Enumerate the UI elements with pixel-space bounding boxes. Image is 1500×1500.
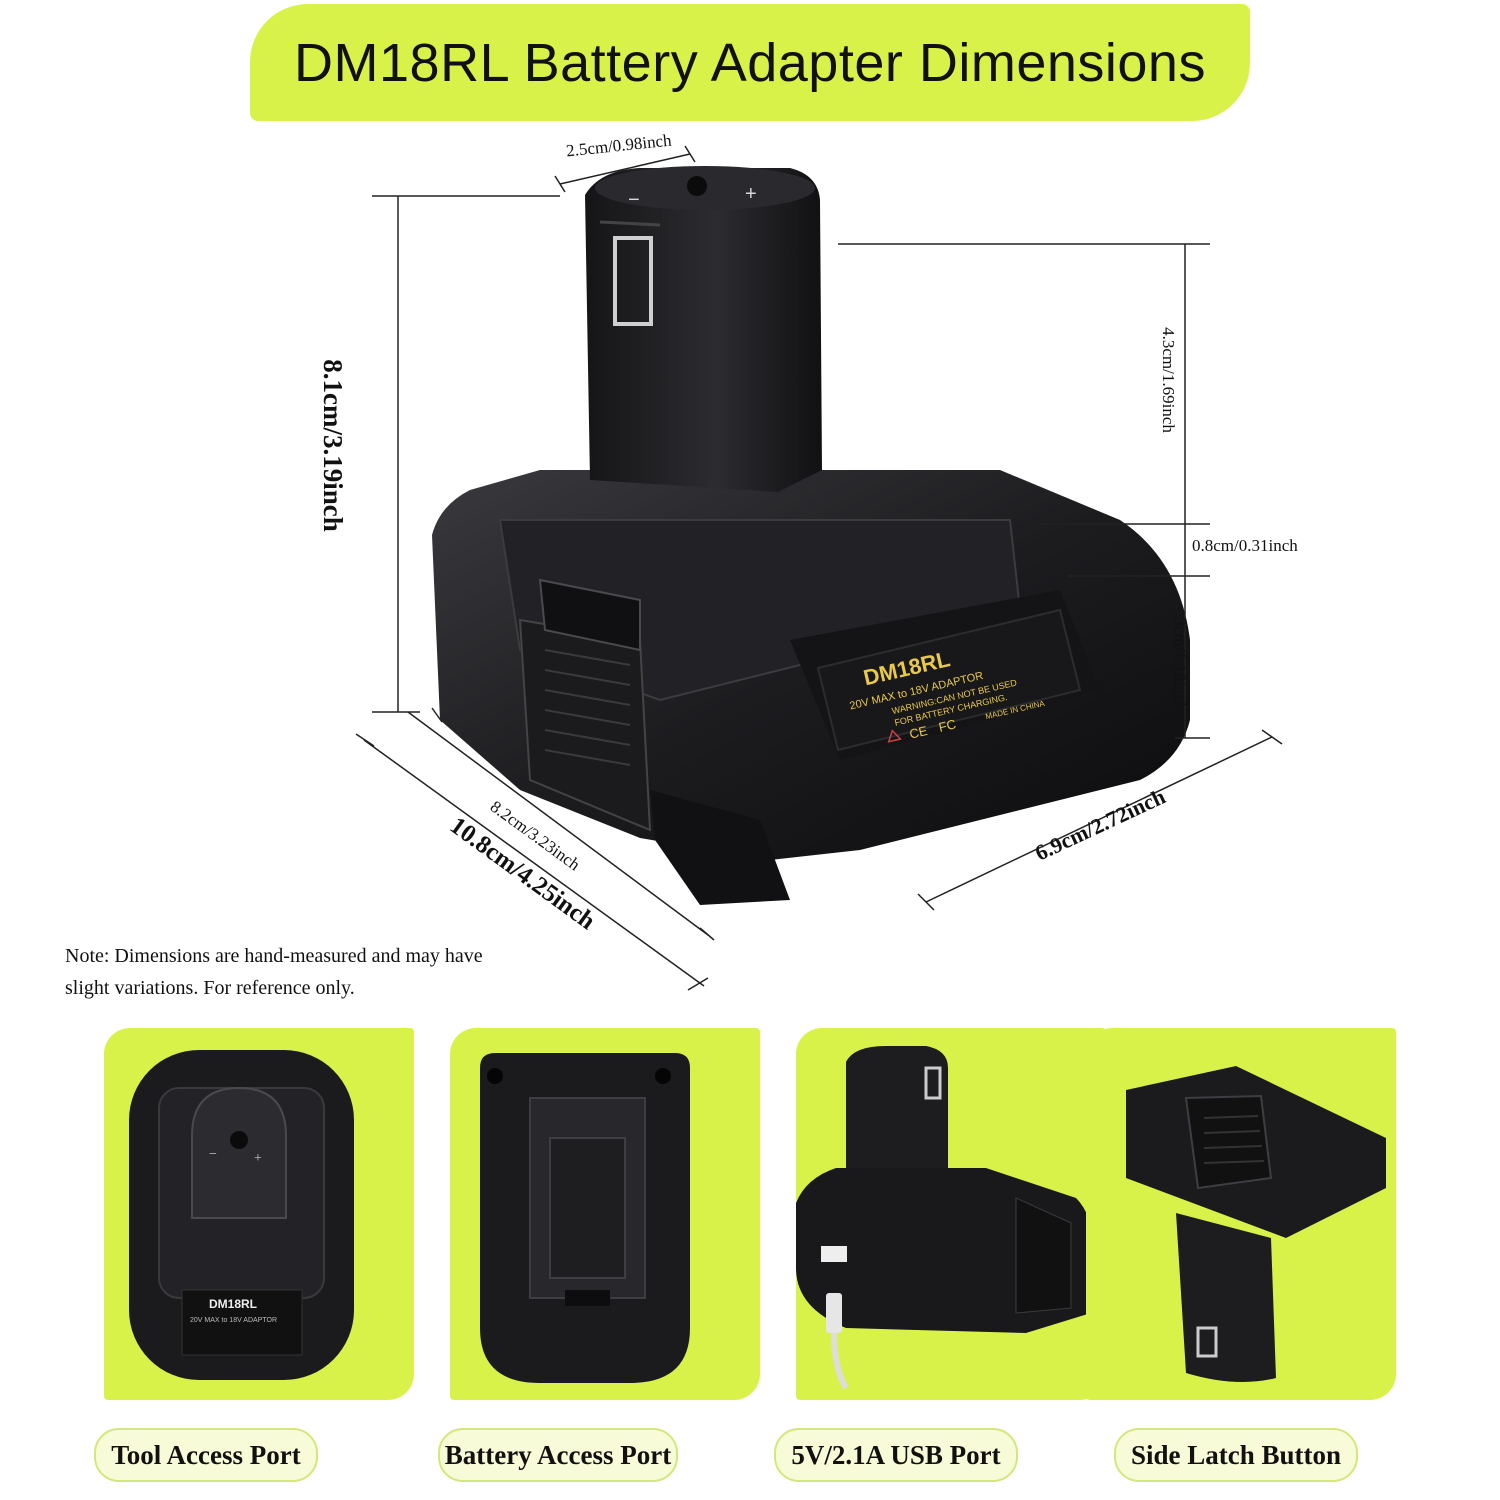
product-label: DM18RL 20V MAX to 18V ADAPTOR WARNING:CA…: [816, 608, 1082, 752]
ce-mark-icon: CE: [908, 723, 929, 742]
adapter-tower: − +: [585, 166, 822, 492]
caption-side-latch-button: Side Latch Button: [1114, 1428, 1358, 1482]
page-title: DM18RL Battery Adapter Dimensions: [294, 32, 1206, 93]
dimension-lines: [355, 145, 1283, 991]
caption-usb-port: 5V/2.1A USB Port: [774, 1428, 1018, 1482]
measurement-note: Note: Dimensions are hand-measured and m…: [65, 945, 483, 999]
panel-side-latch-button: [1086, 1028, 1396, 1400]
adapter-tower-view: [1176, 1213, 1276, 1382]
dim-total-height: 8.1cm/3.19inch: [317, 359, 348, 532]
dim-upper-height: 4.3cm/1.69inch: [1158, 327, 1178, 433]
minus-icon: −: [209, 1147, 217, 1162]
fc-mark-icon: FC: [937, 716, 957, 735]
panel-usb-port: [796, 1028, 1106, 1400]
usb-cable-icon: [826, 1293, 842, 1333]
usb-port-icon: [821, 1246, 847, 1262]
caption-battery-access-port: Battery Access Port: [438, 1428, 678, 1482]
warning-icon: [887, 729, 902, 743]
minus-icon: −: [628, 189, 640, 211]
svg-text:20V MAX to 18V ADAPTOR: 20V MAX to 18V ADAPTOR: [190, 1317, 277, 1324]
dim-middle-height: 0.8cm/0.31inch: [1192, 536, 1298, 555]
caption-tool-access-port: Tool Access Port: [94, 1428, 318, 1482]
tower-slot-icon: [613, 236, 653, 326]
title-banner: DM18RL Battery Adapter Dimensions: [250, 4, 1250, 121]
plus-icon: +: [745, 183, 757, 205]
terminal-hole-icon: [230, 1131, 248, 1149]
dim-lower-height: 3cm/1.18inch: [1170, 617, 1190, 711]
panel-tool-access-port: − + DM18RL 20V MAX to 18V ADAPTOR: [104, 1028, 414, 1400]
svg-text:DM18RL: DM18RL: [209, 1297, 257, 1311]
panel-battery-access-port: [450, 1028, 760, 1400]
adapter-tower-view: [846, 1046, 948, 1208]
terminal-hole-icon: [687, 176, 707, 196]
plus-icon: +: [254, 1151, 262, 1166]
